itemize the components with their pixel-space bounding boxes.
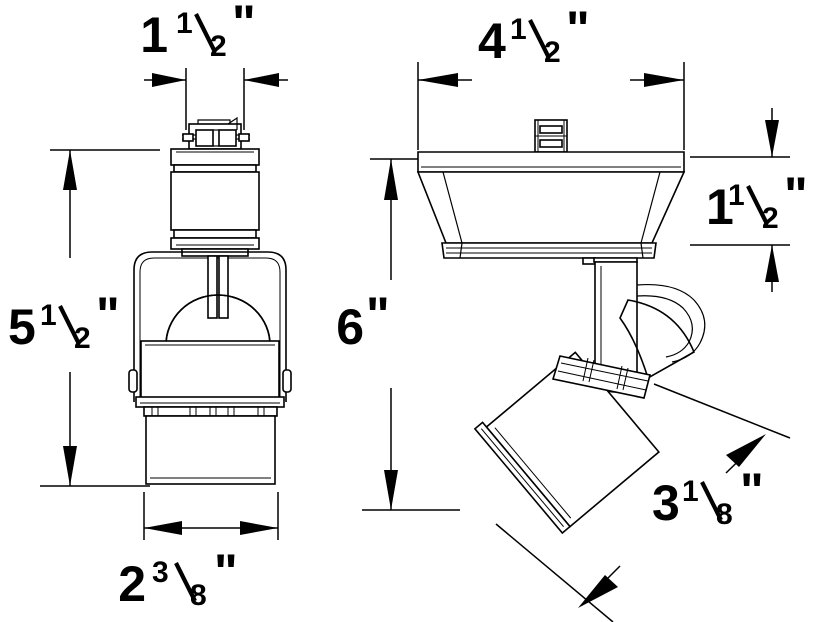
svg-text:4: 4 [478,13,506,69]
front-elevation-view [128,116,292,485]
shade-upper-body [135,340,285,408]
reflector-dome-side [619,299,696,380]
dimension-height-front: 5 1 2 " [8,149,160,487]
shade-lower-barrel [145,415,276,485]
arrow-right-in [644,73,684,87]
dimension-bottom-width-front: 2 3 8 " [118,492,279,612]
track-adapter-side [534,119,568,153]
pivot-knob-right [282,369,292,393]
svg-text:5: 5 [8,299,36,355]
svg-text:2: 2 [210,30,227,63]
svg-text:1: 1 [682,475,699,508]
svg-text:1: 1 [40,299,57,332]
svg-text:": " [366,287,390,343]
svg-text:1: 1 [140,7,168,63]
svg-text:2: 2 [544,36,561,69]
dim-label-5-half: 5 1 2 " [8,287,120,355]
arrow-diag-up [726,434,766,467]
svg-text:": " [566,1,590,57]
arrow-up [63,150,77,190]
dim-label-1-half-side: 1 1 2 " [706,167,808,235]
arrow-diag-down [578,575,618,608]
svg-text:3: 3 [152,556,169,589]
side-elevation-view [416,119,706,535]
arrow-right-in [240,521,278,535]
dimension-overall-height-side: 6 " [336,158,460,511]
dimension-canopy-width: 4 1 2 " [417,1,685,150]
dim-label-6: 6 " [336,287,390,355]
svg-text:1: 1 [728,179,745,212]
svg-text:2: 2 [118,556,146,612]
dimension-top-width-front: 1 1 2 " [140,0,288,130]
svg-text:": " [232,0,256,51]
arrow-up-in [765,245,779,282]
arrow-left-in [418,73,458,87]
svg-text:": " [214,544,238,600]
svg-text:8: 8 [716,498,733,531]
louver-band [143,406,278,417]
svg-text:2: 2 [762,202,779,235]
svg-text:1: 1 [510,13,527,46]
track-adapter [182,116,250,150]
arrow-down [63,446,77,486]
transformer-housing [170,148,260,257]
svg-text:": " [740,463,764,519]
tilted-shade [473,351,660,535]
arrow-left-in [144,521,182,535]
dim-label-4-half: 4 1 2 " [478,1,590,69]
dim-label-1-half-front: 1 1 2 " [140,0,256,63]
svg-text:": " [96,287,120,343]
reflector-dome [165,294,271,346]
arrow-down [384,470,398,510]
svg-text:3: 3 [652,475,680,531]
svg-text:2: 2 [74,322,91,355]
arrow-up [384,159,398,200]
dimension-cylinder-length: 3 1 8 " [495,383,791,622]
lamp-stem [207,255,229,319]
arrow-down-in [765,120,779,157]
arrow-left-out [152,73,186,87]
svg-text:6: 6 [336,299,364,355]
transformer-canopy [416,151,686,259]
pivot-knob-left [128,369,138,393]
dim-label-3-eighth: 3 1 8 " [652,463,764,531]
svg-text:1: 1 [176,7,193,40]
dimension-canopy-height: 1 1 2 " [690,108,808,292]
svg-text:1: 1 [706,179,734,235]
arrow-right-out [244,73,279,87]
svg-text:8: 8 [190,579,207,612]
svg-text:": " [784,167,808,223]
dim-label-2-three-eighths: 2 3 8 " [118,544,238,612]
